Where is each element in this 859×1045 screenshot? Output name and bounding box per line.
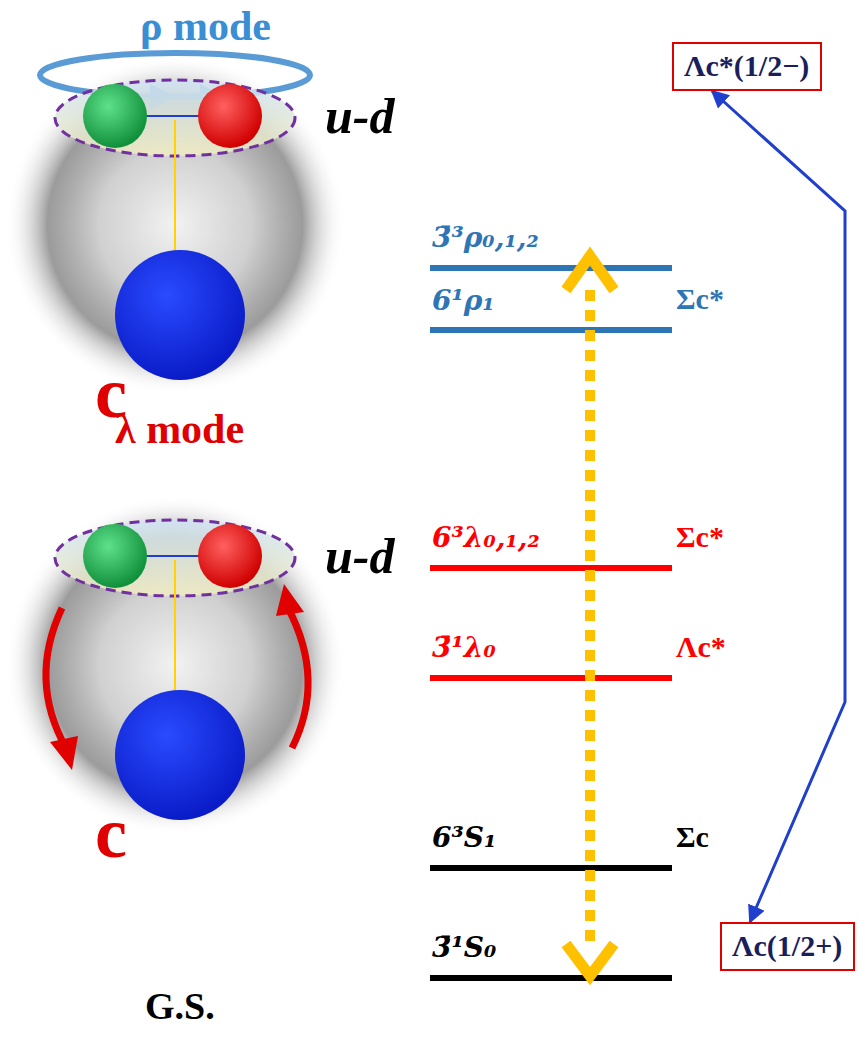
arrow-head	[50, 736, 78, 770]
excitation-arrow	[585, 290, 595, 945]
energy-level	[430, 675, 672, 681]
level-label: 3̄¹S₀	[432, 932, 496, 964]
quark	[83, 524, 147, 588]
glow	[5, 495, 345, 835]
charm-quark	[115, 690, 245, 820]
energy-level	[430, 865, 672, 871]
energy-level	[430, 975, 672, 981]
level-label: 3̄³ρ₀,₁,₂	[432, 222, 539, 254]
glow	[5, 55, 345, 395]
ground-state-label: G.S.	[145, 985, 215, 1029]
energy-level	[430, 327, 672, 333]
quark-label: c	[95, 792, 127, 875]
orbit-arrow	[288, 608, 308, 748]
energy-level	[430, 265, 672, 271]
level-label: 6³S₁	[432, 822, 496, 854]
mode-title: ρ mode	[140, 2, 271, 50]
mode-title: λ mode	[115, 405, 244, 453]
arrow-head	[276, 584, 304, 616]
quark	[198, 524, 262, 588]
diquark-label: u-d	[325, 528, 394, 586]
energy-level	[430, 565, 672, 571]
bond	[174, 120, 176, 252]
transition-connector	[712, 91, 845, 922]
state-box: Λc*(1/2−)	[672, 42, 822, 91]
baryon-label: Σc*	[676, 520, 724, 555]
quark	[198, 84, 262, 148]
bond	[174, 560, 176, 692]
diquark-label: u-d	[325, 88, 394, 146]
arrow-head	[566, 944, 614, 976]
arrow-head	[566, 256, 614, 290]
level-label: 6¹ρ₁	[432, 285, 495, 317]
state-box: Λc(1/2+)	[720, 922, 855, 971]
baryon-label: Λc*	[676, 630, 726, 665]
orbit-arrow	[46, 608, 66, 748]
state-label: Λc(1/2+)	[732, 929, 843, 964]
level-label: 3̄¹λ₀	[432, 632, 496, 664]
baryon-label: Σc*	[676, 282, 724, 317]
charm-quark	[115, 250, 245, 380]
level-label: 6³λ₀,₁,₂	[432, 522, 540, 554]
state-label: Λc*(1/2−)	[684, 49, 810, 84]
baryon-label: Σc	[676, 820, 709, 855]
quark	[83, 84, 147, 148]
